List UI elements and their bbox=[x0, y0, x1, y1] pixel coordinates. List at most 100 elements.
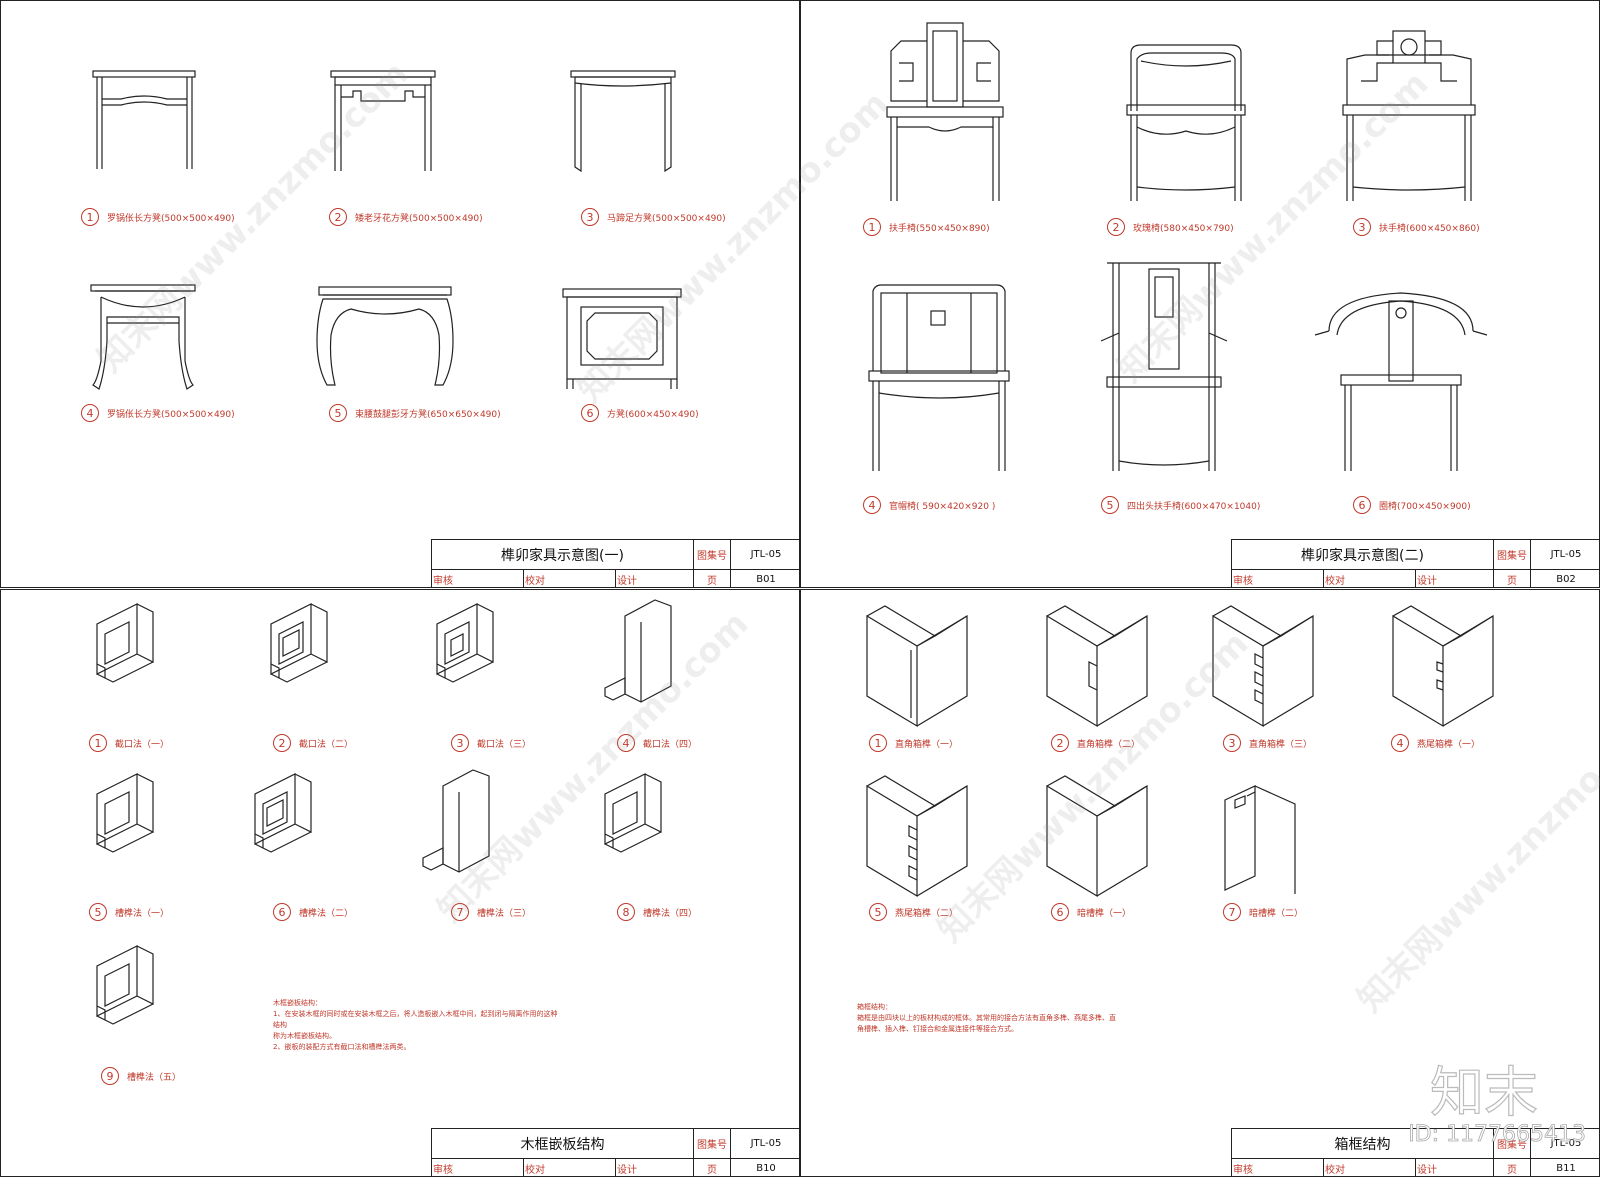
item-number: 1 bbox=[81, 208, 99, 226]
notes-line: 木框嵌板结构： bbox=[273, 999, 322, 1007]
item-number: 1 bbox=[89, 734, 107, 752]
block-9 bbox=[96, 945, 154, 1025]
atlas-number: JTL-05 bbox=[750, 1138, 782, 1149]
review-label: 审核 bbox=[1233, 1165, 1253, 1176]
item-number: 2 bbox=[329, 208, 347, 226]
page-number: B10 bbox=[756, 1163, 776, 1174]
item-number: 6 bbox=[581, 404, 599, 422]
item-label: 暗槽榫（一） bbox=[1077, 908, 1132, 919]
joint-2 bbox=[1046, 605, 1148, 727]
notes-line: 2、嵌板的装配方式有截口法和槽榫法两类。 bbox=[273, 1043, 411, 1051]
chair-5 bbox=[1100, 262, 1228, 471]
check-label: 校对 bbox=[525, 1165, 545, 1176]
page-number: B11 bbox=[1556, 1163, 1576, 1174]
watermark-logo: 知末 bbox=[1429, 1060, 1538, 1124]
item-label: 罗锅伥长方凳(500×500×490) bbox=[107, 213, 235, 224]
notes-line: 称为木框嵌板结构。 bbox=[273, 1032, 336, 1040]
caption-7: 7 暗槽榫（二） bbox=[1223, 903, 1303, 921]
title-block: 箱框结构 图集号 JTL-05 审核 校对 设计 页 B11 bbox=[1231, 1128, 1599, 1176]
item-number: 8 bbox=[617, 903, 635, 921]
item-label: 暗槽榫（二） bbox=[1249, 908, 1304, 919]
check-label: 校对 bbox=[1325, 576, 1345, 587]
item-label: 矮老牙花方凳(500×500×490) bbox=[355, 213, 483, 224]
notes-line: 1、在安装木框的同时或在安装木框之后，将人造板嵌入木框中间，起到闭与隔离作用的这… bbox=[273, 1010, 558, 1029]
joint-3 bbox=[1212, 605, 1314, 727]
joint-7 bbox=[1224, 785, 1296, 894]
item-label: 圈椅(700×450×900) bbox=[1379, 501, 1471, 512]
chair-3 bbox=[1342, 30, 1476, 201]
item-label: 玫瑰椅(580×450×790) bbox=[1133, 223, 1234, 234]
item-number: 7 bbox=[1223, 903, 1241, 921]
item-number: 1 bbox=[863, 218, 881, 236]
item-number: 3 bbox=[1353, 218, 1371, 236]
item-label: 直角箱榫（三） bbox=[1249, 739, 1313, 750]
page-label: 页 bbox=[694, 570, 731, 587]
item-label: 官帽椅( 590×420×920 ) bbox=[889, 501, 996, 512]
item-number: 5 bbox=[329, 404, 347, 422]
sheet-title: 榫卯家具示意图(二) bbox=[1232, 540, 1494, 569]
page-number: B02 bbox=[1556, 574, 1576, 585]
check-label: 校对 bbox=[525, 576, 545, 587]
sheet-title: 木框嵌板结构 bbox=[432, 1129, 694, 1158]
design-label: 设计 bbox=[617, 1165, 637, 1176]
item-label: 槽榫法（五） bbox=[127, 1072, 182, 1083]
page-label: 页 bbox=[1494, 1159, 1531, 1176]
atlas-number: JTL-05 bbox=[1550, 549, 1582, 560]
stool-5 bbox=[316, 286, 454, 386]
caption-2: 2 矮老牙花方凳(500×500×490) bbox=[329, 208, 483, 226]
caption-6: 6 圈椅(700×450×900) bbox=[1353, 496, 1471, 514]
design-label: 设计 bbox=[1417, 576, 1437, 587]
atlas-label: 图集号 bbox=[694, 1129, 731, 1158]
notes-line: 角槽榫、插入榫、钉接合和金属连接件等接合方式。 bbox=[857, 1025, 1018, 1033]
box-joint-drawings bbox=[866, 605, 1494, 897]
chair-2 bbox=[1126, 44, 1246, 201]
block-1 bbox=[96, 603, 154, 683]
item-label: 槽榫法（二） bbox=[299, 908, 354, 919]
item-label: 槽榫法（三） bbox=[477, 908, 532, 919]
joint-1 bbox=[866, 605, 968, 727]
item-label: 直角箱榫（二） bbox=[1077, 739, 1141, 750]
page-label: 页 bbox=[694, 1159, 731, 1176]
block-4 bbox=[604, 599, 672, 703]
notes: 木框嵌板结构： 1、在安装木框的同时或在安装木框之后，将人造板嵌入木框中间，起到… bbox=[273, 998, 563, 1053]
item-number: 6 bbox=[273, 903, 291, 921]
item-number: 2 bbox=[1051, 734, 1069, 752]
item-label: 罗锅伥长方凳(500×500×490) bbox=[107, 409, 235, 420]
check-label: 校对 bbox=[1325, 1165, 1345, 1176]
block-6 bbox=[254, 773, 312, 853]
item-number: 6 bbox=[1353, 496, 1371, 514]
item-label: 直角箱榫（一） bbox=[895, 739, 959, 750]
caption-1: 1 直角箱榫（一） bbox=[869, 734, 958, 752]
block-5 bbox=[96, 773, 154, 853]
item-label: 扶手椅(550×450×890) bbox=[889, 223, 990, 234]
item-number: 1 bbox=[869, 734, 887, 752]
item-label: 马蹄足方凳(500×500×490) bbox=[607, 213, 726, 224]
joint-4 bbox=[1392, 605, 1494, 727]
frame-panel-drawings bbox=[96, 599, 672, 1025]
page-number: B01 bbox=[756, 574, 776, 585]
item-label: 截口法（三） bbox=[477, 739, 532, 750]
item-number: 3 bbox=[1223, 734, 1241, 752]
item-label: 燕尾箱榫（二） bbox=[895, 908, 959, 919]
item-label: 截口法（四） bbox=[643, 739, 698, 750]
review-label: 审核 bbox=[1233, 576, 1253, 587]
item-number: 5 bbox=[89, 903, 107, 921]
stool-drawings bbox=[90, 70, 682, 390]
review-label: 审核 bbox=[433, 576, 453, 587]
atlas-label: 图集号 bbox=[694, 540, 731, 569]
